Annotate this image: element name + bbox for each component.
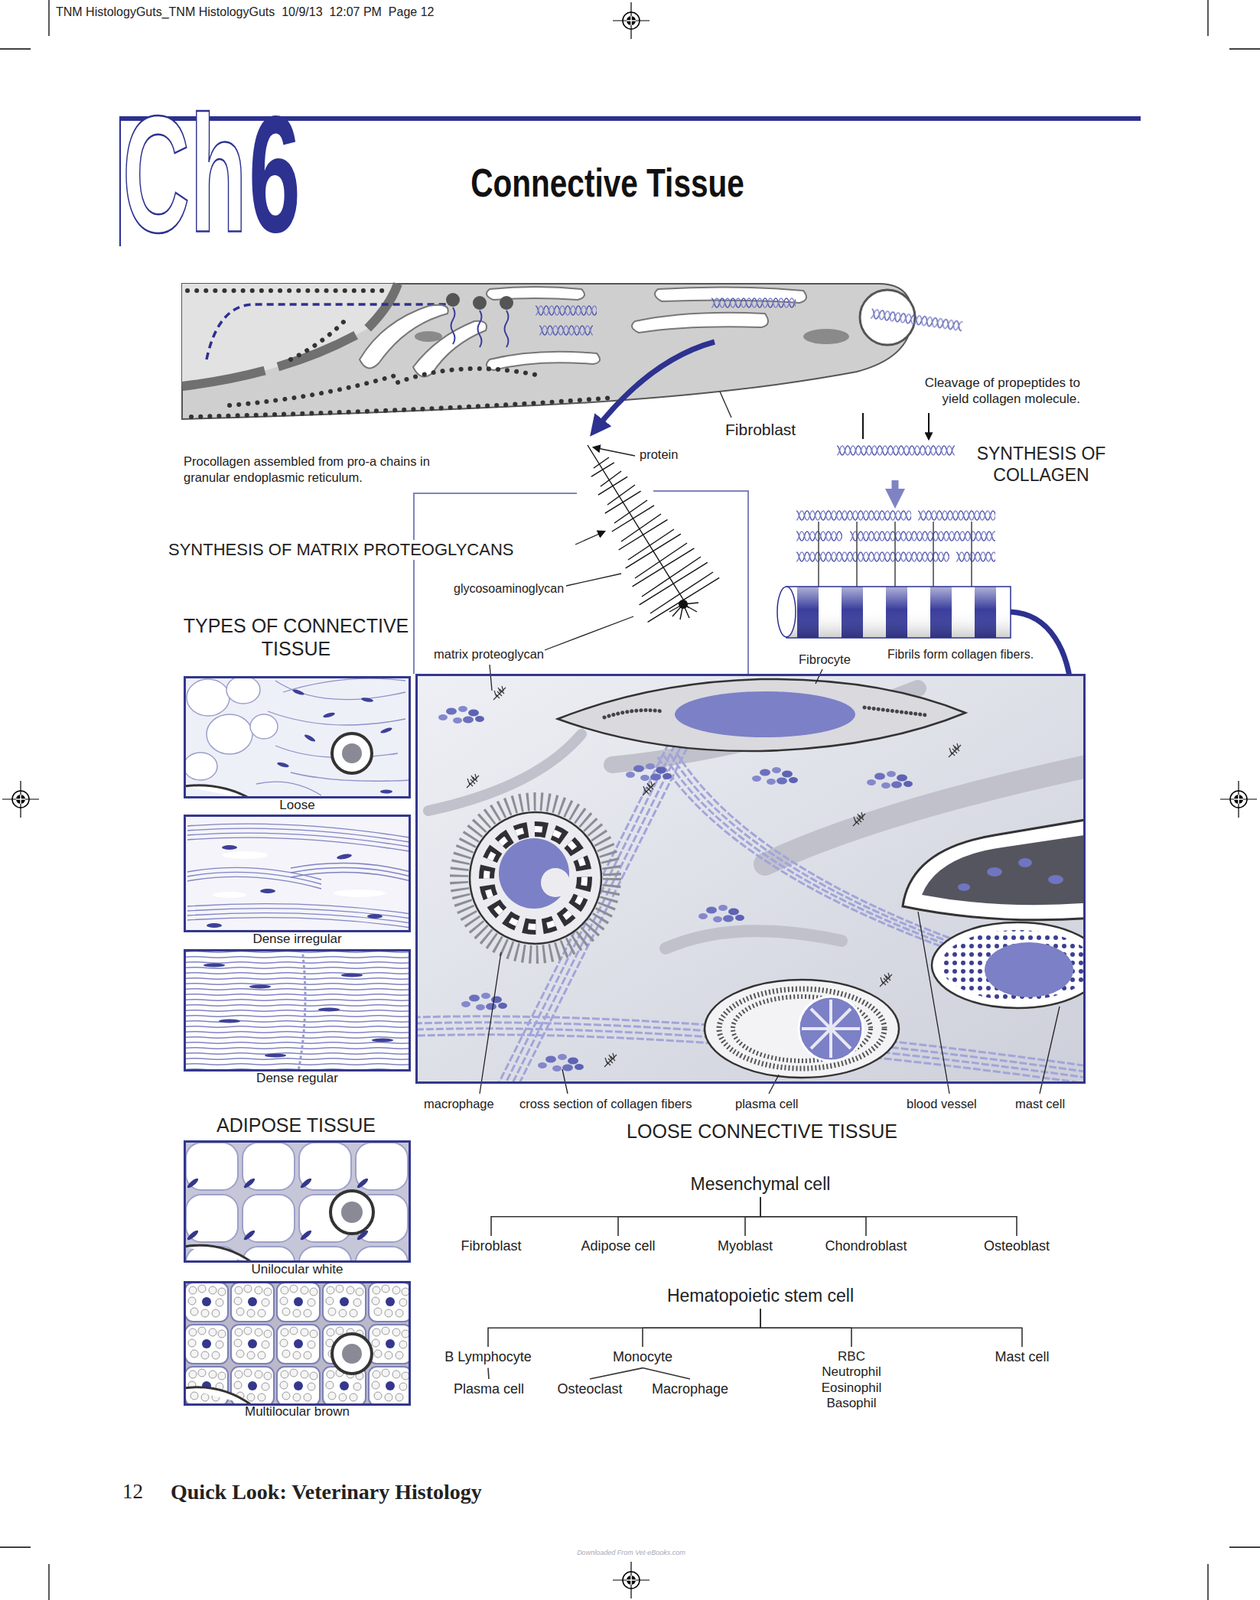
lineage-connector xyxy=(760,1198,1017,1237)
cell-type-name: Myoblast xyxy=(717,1238,773,1256)
watermark: Downloaded From Vet-eBooks.com xyxy=(516,1549,746,1558)
cell-type-name: Mesenchymal cell xyxy=(690,1174,831,1196)
cell-type-node: Myoblast xyxy=(717,1238,773,1256)
cell-type-name: Macrophage xyxy=(651,1381,729,1399)
panel-caption: LOOSE CONNECTIVE TISSUE xyxy=(429,1120,1095,1143)
cell-type-name: Mast cell xyxy=(994,1349,1049,1367)
cell-type-name: RBC xyxy=(821,1349,882,1365)
cell-type-node: Osteoblast xyxy=(983,1238,1050,1256)
lineage-connector xyxy=(760,1309,1023,1348)
lineage-connector xyxy=(745,1198,761,1237)
panel-caption: Dense irregular xyxy=(185,931,409,948)
cell-type-name: Plasma cell xyxy=(453,1381,525,1399)
cell-type-node: Chondroblast xyxy=(824,1238,907,1256)
note: Cleavage of propeptides to yield collage… xyxy=(908,374,1081,408)
cell-type-name: Fibroblast xyxy=(460,1238,521,1256)
cell-type-name: Monocyte xyxy=(612,1349,673,1367)
section-heading: TYPES OF CONNECTIVE TISSUE xyxy=(181,614,411,661)
cell-type-name: Hematopoietic stem cell xyxy=(667,1286,854,1308)
cell-type-node: Mast cell xyxy=(994,1349,1049,1367)
cell-type-node: Monocyte xyxy=(612,1349,673,1367)
panel-caption: Unilocular white xyxy=(185,1262,409,1278)
cell-type-name: Basophil xyxy=(821,1396,882,1412)
cell-type-node: Mesenchymal cell xyxy=(690,1174,831,1196)
part-label: mast cell xyxy=(1015,1097,1065,1113)
cell-type-name: Osteoblast xyxy=(983,1238,1050,1256)
cell-type-name: Eosinophil xyxy=(821,1380,882,1397)
note: Fibrils form collagen fibers. xyxy=(887,647,1034,662)
tissue-panel: LOOSE CONNECTIVE TISSUE xyxy=(415,673,1086,1085)
chapter-mark: Ch xyxy=(122,91,248,258)
cell-type-node: Plasma cell xyxy=(453,1381,525,1399)
part-label: blood vessel xyxy=(906,1097,977,1113)
cell-type-name: B Lymphocyte xyxy=(444,1349,531,1367)
cell-type-node: Macrophage xyxy=(651,1381,729,1399)
book-title: Quick Look: Veterinary Histology xyxy=(170,1479,482,1506)
page-title: Connective Tissue xyxy=(452,161,763,206)
cell-type-name: Osteoclast xyxy=(556,1381,622,1399)
cell-type-node: Adipose cell xyxy=(580,1238,655,1256)
part-label: plasma cell xyxy=(735,1097,799,1113)
part-label: Fibrocyte xyxy=(798,652,851,668)
panel-caption: Multilocular brown xyxy=(185,1404,409,1420)
tissue-panel: Dense regular xyxy=(183,949,411,1072)
tissue-panel: Unilocular white xyxy=(183,1140,411,1264)
section-heading: SYNTHESIS OF COLLAGEN xyxy=(957,443,1126,486)
tissue-panel: Dense irregular xyxy=(183,814,411,933)
cell-type-node: Osteoclast xyxy=(556,1381,622,1399)
cell-type-node: Hematopoietic stem cell xyxy=(667,1286,854,1308)
cell-type-name: Adipose cell xyxy=(580,1238,655,1256)
panel-caption: Dense regular xyxy=(185,1071,409,1087)
tissue-panel: Loose xyxy=(183,676,411,799)
lineage-connector xyxy=(760,1309,852,1348)
part-label: Fibroblast xyxy=(725,420,796,440)
cell-type-name: Chondroblast xyxy=(824,1238,907,1256)
cell-type-name: Neutrophil xyxy=(821,1364,882,1381)
lineage-connector xyxy=(589,1368,643,1380)
lineage-connector xyxy=(642,1368,691,1380)
note: Procollagen assembled from pro-a chains … xyxy=(183,453,440,486)
cell-type-node: RBCNeutrophilEosinophilBasophil xyxy=(821,1349,882,1413)
section-heading: SYNTHESIS OF MATRIX PROTEOGLYCANS xyxy=(166,540,515,560)
lineage-connector xyxy=(642,1309,761,1348)
lineage-connector xyxy=(488,1368,489,1380)
page-number: 12 xyxy=(122,1479,144,1505)
part-label: glycosoaminoglycan xyxy=(453,581,564,596)
print-slug: TNM HistologyGuts_TNM HistologyGuts 10/9… xyxy=(55,4,434,20)
lineage-connector xyxy=(488,1309,761,1348)
lineage-connector xyxy=(491,1198,761,1237)
tissue-panel: Multilocular brown xyxy=(183,1281,411,1407)
part-label: protein xyxy=(639,447,678,463)
panel-caption: Loose xyxy=(185,797,409,814)
chapter-number: 6 xyxy=(248,91,301,258)
lineage-connector xyxy=(618,1198,761,1237)
section-heading: ADIPOSE TISSUE xyxy=(181,1113,411,1137)
cell-type-node: B Lymphocyte xyxy=(444,1349,531,1367)
lineage-connector xyxy=(760,1198,867,1237)
cell-type-node: Fibroblast xyxy=(460,1238,521,1256)
part-label: cross section of collagen fibers xyxy=(519,1097,693,1113)
part-label: matrix proteoglycan xyxy=(433,647,544,663)
part-label: macrophage xyxy=(423,1097,495,1113)
